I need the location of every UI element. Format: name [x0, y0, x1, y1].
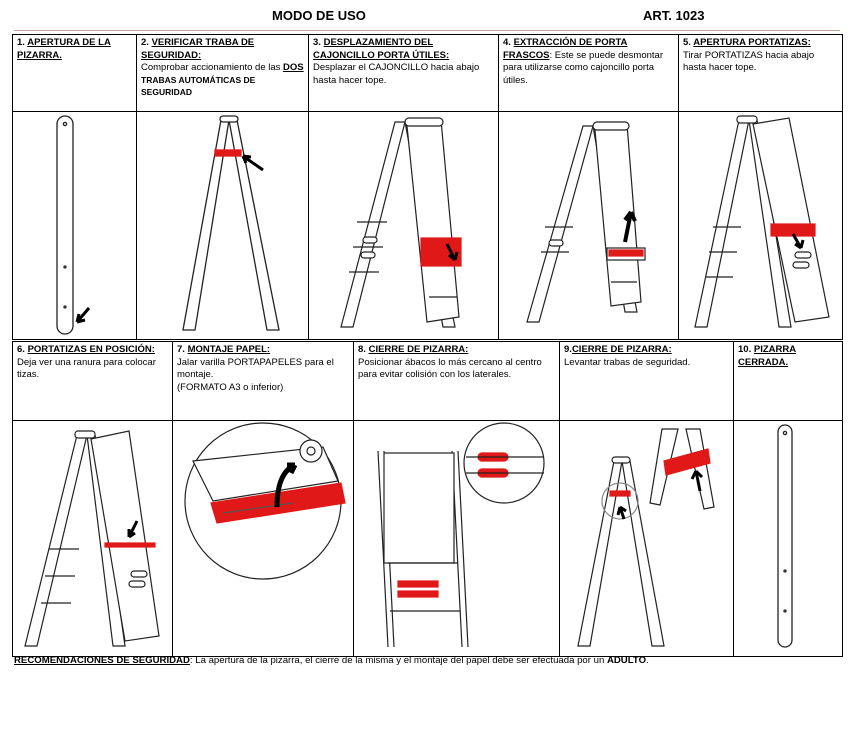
arrow-icon [127, 520, 139, 539]
arrow-icon [791, 233, 805, 250]
step-title: PORTATIZAS EN POSICIÓN: [27, 344, 155, 355]
step-5-illustration [678, 111, 843, 340]
article-number: ART. 1023 [643, 8, 705, 23]
safety-recommendations: RECOMENDACIONES DE SEGURIDAD: La apertur… [14, 655, 649, 666]
step-title: APERTURA DE LA PIZARRA. [17, 37, 111, 61]
header-divider [14, 30, 840, 31]
step-6-text: 6. PORTATIZAS EN POSICIÓN: Deja ver una … [12, 341, 173, 421]
arrow-icon [616, 505, 627, 520]
step-9-text: 9.CIERRE DE PIZARRA: Levantar trabas de … [559, 341, 734, 421]
step-title: CIERRE DE PIZARRA: [571, 344, 672, 355]
arrow-icon [445, 243, 459, 262]
steps-row-1: 1. APERTURA DE LA PIZARRA. 2. VERIFICAR … [12, 34, 843, 340]
step-2-illustration [136, 111, 309, 340]
step-title: CIERRE DE PIZARRA: [368, 344, 469, 355]
step-title: EXTRACCIÓN DE PORTA FRASCOS [503, 37, 628, 61]
step-3-illustration [308, 111, 499, 340]
arrow-icon [75, 307, 91, 324]
step-1-text: 1. APERTURA DE LA PIZARRA. [12, 34, 137, 112]
steps-row-2: 6. PORTATIZAS EN POSICIÓN: Deja ver una … [12, 341, 843, 657]
arrow-icon [690, 469, 704, 492]
step-10-illustration [733, 420, 843, 657]
document-title: MODO DE USO [272, 8, 366, 23]
step-2-text: 2. VERIFICAR TRABA DE SEGURIDAD: Comprob… [136, 34, 309, 112]
arrow-icon [623, 210, 637, 243]
step-1-illustration [12, 111, 137, 340]
step-4-illustration [498, 111, 679, 340]
step-title: VERIFICAR TRABA DE SEGURIDAD: [141, 37, 255, 61]
step-title: DESPLAZAMIENTO DEL CAJONCILLO PORTA ÚTIL… [313, 37, 450, 61]
step-8-text: 8. CIERRE DE PIZARRA: Posicionar ábacos … [353, 341, 560, 421]
step-title: APERTURA PORTATIZAS: [693, 37, 811, 48]
step-10-text: 10. PIZARRA CERRADA. [733, 341, 843, 421]
step-6-illustration [12, 420, 173, 657]
step-5-text: 5. APERTURA PORTATIZAS: Tirar PORTATIZAS… [678, 34, 843, 112]
step-title: PIZARRA CERRADA. [738, 344, 797, 368]
step-8-illustration [353, 420, 560, 657]
arrow-icon [241, 154, 264, 172]
step-7-text: 7. MONTAJE PAPEL: Jalar varilla PORTAPAP… [172, 341, 354, 421]
step-title: MONTAJE PAPEL: [187, 344, 271, 355]
arrow-icon [274, 462, 298, 508]
step-4-text: 4. EXTRACCIÓN DE PORTA FRASCOS: Este se … [498, 34, 679, 112]
step-7-illustration [172, 420, 354, 657]
step-3-text: 3. DESPLAZAMIENTO DEL CAJONCILLO PORTA Ú… [308, 34, 499, 112]
step-9-illustration [559, 420, 734, 657]
